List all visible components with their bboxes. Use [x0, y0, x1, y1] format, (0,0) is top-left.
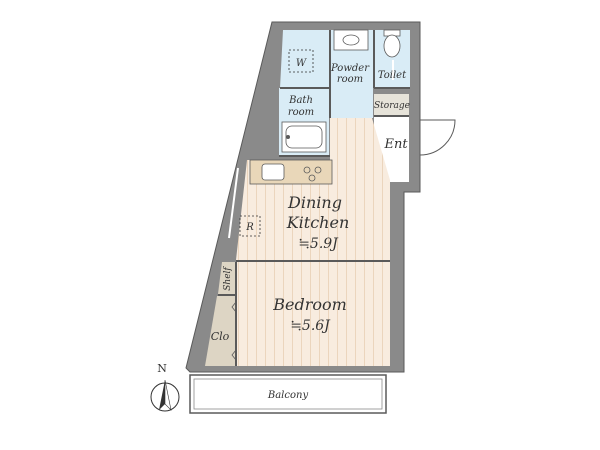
bathtub-icon: [281, 121, 327, 153]
sink-icon: [333, 29, 369, 51]
closet-door: [231, 301, 237, 361]
kitchen-counter: [249, 159, 333, 185]
powder-room-label-line2: room: [337, 74, 363, 85]
wet-area-floor: [280, 30, 410, 118]
entrance-door: [419, 119, 456, 156]
entrance-label: Ent: [383, 137, 408, 152]
north-arrow-icon: [150, 379, 180, 412]
washer-icon: [288, 49, 314, 73]
dining-kitchen-floor: [236, 118, 390, 260]
bathroom-label-line1: Bath: [288, 95, 313, 106]
bedroom-floor: [236, 262, 390, 366]
toilet-icon: [383, 29, 401, 58]
refrigerator-label: R: [245, 222, 254, 233]
bathroom-label-line2: room: [288, 107, 314, 118]
powder-room-label-line1: Powder: [330, 63, 370, 74]
dining-kitchen-label-line2: Kitchen: [286, 213, 350, 232]
refrigerator-icon: [239, 215, 261, 237]
shelf-label: Shelf: [223, 266, 233, 291]
washer-label: W: [296, 58, 307, 69]
north-label: N: [157, 362, 167, 375]
storage-label: Storage: [374, 101, 410, 111]
bedroom-area: ≒5.6J: [290, 318, 331, 334]
bedroom-label: Bedroom: [272, 295, 347, 314]
dining-kitchen-area: ≒5.9J: [298, 236, 339, 252]
closet-floor: [205, 296, 236, 366]
balcony-label: Balcony: [267, 390, 309, 401]
storage-floor: [374, 94, 409, 116]
balcony-rail: [193, 378, 383, 410]
closet-label: Clo: [211, 330, 230, 343]
dining-kitchen-label-line1: Dining: [287, 193, 342, 212]
toilet-label: Toilet: [378, 70, 407, 81]
balcony-floor: [189, 374, 387, 414]
shelf-floor: [218, 262, 236, 294]
